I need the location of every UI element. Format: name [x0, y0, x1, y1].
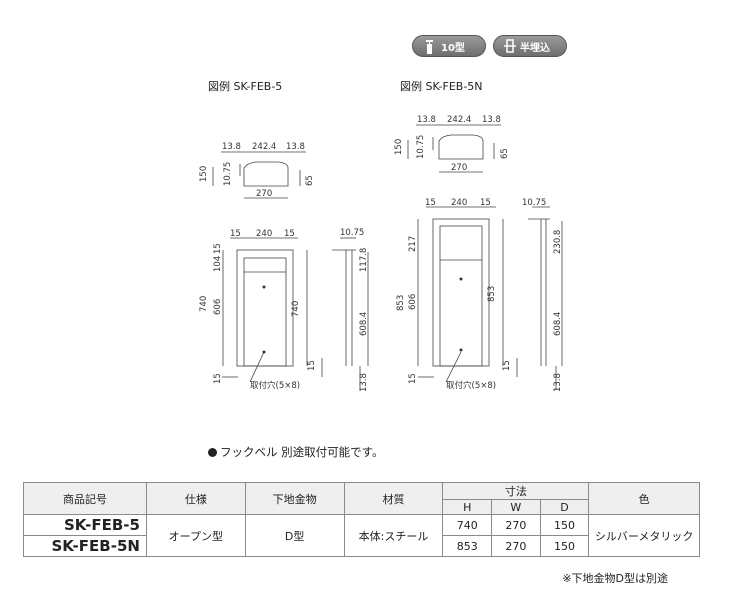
- dim-side-c: 608.4: [553, 312, 563, 336]
- footnote: ※下地金物D型は別途: [562, 572, 668, 585]
- semi-recessed-icon: [504, 39, 516, 53]
- h-cell: 853: [442, 535, 493, 557]
- dim-front-h3: 740: [199, 296, 209, 312]
- dim-side-h: 740: [291, 301, 301, 317]
- header-d: D: [539, 499, 590, 515]
- table-row: SK-FEB-5 オープン型 D型 本体:スチール 740 270 150 シル…: [23, 514, 700, 557]
- header-model: 商品記号: [23, 482, 147, 515]
- dim-top-w: 270: [451, 163, 467, 173]
- dim-side-b: 230.8: [553, 230, 563, 254]
- figure-caption-right: 図例 SK-FEB-5N: [400, 80, 483, 93]
- badge-10-type: 10型: [412, 35, 486, 57]
- dim-front-c: 15: [480, 198, 491, 208]
- d-cell: 150: [539, 514, 590, 536]
- h-cell: 740: [442, 514, 493, 536]
- color-cell: シルバーメタリック: [588, 514, 700, 557]
- header-spec: 仕様: [145, 482, 246, 515]
- dim-front-h4: 15: [408, 373, 418, 384]
- dim-top-c: 13.8: [286, 142, 305, 152]
- dim-side-d: 15: [502, 360, 512, 371]
- dim-top-a: 13.8: [417, 115, 436, 125]
- material-cell: 本体:スチール: [343, 514, 444, 557]
- dim-front-h1: 217: [408, 236, 418, 252]
- figure-caption-left: 図例 SK-FEB-5: [208, 80, 283, 93]
- technical-drawings: 13.8 242.4 13.8 150 10.75 65 270 15 240 …: [199, 115, 563, 392]
- dim-front-a: 15: [230, 229, 241, 239]
- mounting-hole-label: 取付穴(5×8): [250, 380, 300, 391]
- badge-label: 半埋込: [520, 42, 550, 54]
- dim-top-d: 150: [199, 166, 209, 182]
- dim-top-d: 150: [394, 139, 404, 155]
- dim-top-f: 65: [500, 148, 510, 159]
- dim-side-a: 10.75: [340, 228, 364, 238]
- w-cell: 270: [491, 535, 541, 557]
- table-row: SK-FEB-5N 853 270 150: [23, 535, 700, 557]
- w-cell: 270: [491, 514, 541, 536]
- header-color: 色: [588, 482, 700, 515]
- spec-table: 商品記号 仕様 下地金物 材質 寸法 色 H W D SK-FEB-5 オープン…: [23, 482, 700, 557]
- extinguisher-icon: [426, 40, 433, 54]
- dim-front-h3: 606: [408, 294, 418, 310]
- header-base: 下地金物: [244, 482, 345, 515]
- dim-side-d: 15: [307, 360, 317, 371]
- dim-top-a: 13.8: [222, 142, 241, 152]
- header-h: H: [442, 499, 493, 515]
- hook-bell-note: フックベル 別途取付可能です。: [208, 444, 384, 460]
- dim-side-e: 13.8: [553, 373, 563, 392]
- d-cell: 150: [539, 535, 590, 557]
- dim-front-b: 240: [451, 198, 467, 208]
- dim-top-c: 13.8: [482, 115, 501, 125]
- dim-side-c: 608.4: [359, 312, 369, 336]
- dim-front-b: 240: [256, 229, 272, 239]
- base-cell: D型: [244, 514, 345, 557]
- dim-front-h2: 853: [396, 295, 406, 311]
- dim-top-b: 242.4: [252, 142, 276, 152]
- dim-top-w: 270: [256, 189, 272, 199]
- dim-front-h2: 104: [213, 256, 223, 272]
- dim-front-c: 15: [284, 229, 295, 239]
- spec-cell: オープン型: [145, 514, 246, 557]
- model-cell: SK-FEB-5: [23, 514, 147, 536]
- dim-top-e: 10.75: [416, 135, 426, 159]
- dim-front-h1: 15: [213, 243, 223, 254]
- model-cell: SK-FEB-5N: [23, 535, 147, 557]
- dim-top-b: 242.4: [447, 115, 471, 125]
- dim-side-b: 117.8: [359, 248, 369, 272]
- header-size: 寸法: [442, 482, 590, 500]
- dim-front-h4: 606: [213, 299, 223, 315]
- dim-top-e: 10.75: [223, 162, 233, 186]
- header-material: 材質: [343, 482, 444, 515]
- badge-semi-recessed: 半埋込: [493, 35, 567, 57]
- dim-side-e: 13.8: [359, 373, 369, 392]
- header-w: W: [491, 499, 541, 515]
- dim-front-a: 15: [425, 198, 436, 208]
- mounting-hole-label: 取付穴(5×8): [446, 380, 496, 391]
- bullet-icon: [208, 448, 217, 457]
- dim-front-h5: 15: [213, 373, 223, 384]
- dim-top-f: 65: [305, 175, 315, 186]
- dim-side-h: 853: [487, 286, 497, 302]
- dim-side-a: 10.75: [522, 198, 546, 208]
- badge-label: 10型: [441, 42, 465, 54]
